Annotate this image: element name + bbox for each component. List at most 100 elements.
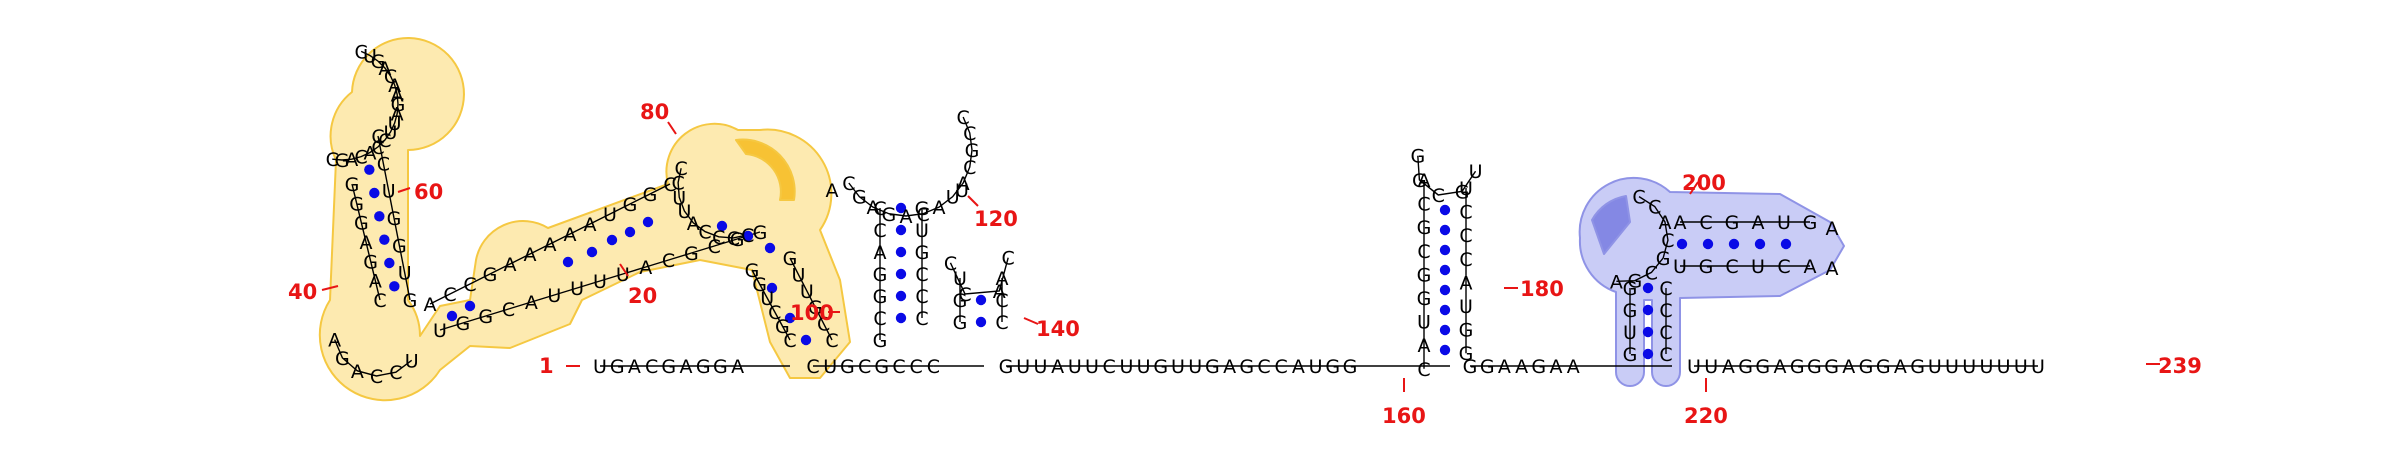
nucleotide: G xyxy=(478,306,493,328)
base-pairs xyxy=(364,164,1792,360)
nucleotide: G xyxy=(1480,356,1495,378)
nucleotide: G xyxy=(999,356,1014,378)
nucleotide: G xyxy=(1725,212,1740,234)
nucleotide: G xyxy=(1531,356,1546,378)
nucleotide: A xyxy=(1567,356,1580,378)
nucleotide: G xyxy=(852,187,867,209)
nucleotide: U xyxy=(547,285,561,307)
hairpin1-stem-left xyxy=(351,183,381,301)
nucleotide: C xyxy=(443,284,456,306)
nucleotide: C xyxy=(817,314,830,336)
hairpin2-loop xyxy=(677,168,748,239)
nucleotide: A xyxy=(731,356,744,378)
base-pair-dot xyxy=(364,164,375,175)
index-160: 160 xyxy=(1382,404,1426,428)
nucleotide: U xyxy=(1459,178,1473,200)
nucleotide: U xyxy=(760,288,774,310)
nucleotide: G xyxy=(873,286,888,308)
nucleotide: A xyxy=(874,242,887,264)
hairpin1-base-loop xyxy=(334,339,413,377)
nucleotide: A xyxy=(391,84,404,106)
nucleotide: G xyxy=(610,356,625,378)
base-pair-dot xyxy=(975,316,987,328)
nucleotide: G xyxy=(1325,356,1340,378)
nucleotide: C xyxy=(1725,256,1738,278)
nucleotide: G xyxy=(387,208,402,230)
base-pair-dot xyxy=(1642,282,1654,294)
base-pair-dot xyxy=(800,334,812,346)
nucleotide: U xyxy=(1171,356,1185,378)
nucleotide: U xyxy=(1137,356,1151,378)
nucleotide: C xyxy=(1002,248,1015,270)
base-pair-dot xyxy=(369,187,380,199)
nucleotide: A xyxy=(1418,335,1431,357)
nucleotide: C xyxy=(645,356,658,378)
nucleotide: G xyxy=(661,356,676,378)
base-pair-dot xyxy=(766,282,778,294)
nucleotide: G xyxy=(1153,356,1168,378)
nucleotide: G xyxy=(1417,217,1432,239)
base-pair-dot xyxy=(586,246,598,258)
base-pair-dot xyxy=(1439,344,1451,356)
base-pair-dot xyxy=(446,310,458,322)
nucleotide: U xyxy=(1119,356,1133,378)
nucleotide: A xyxy=(1722,356,1735,378)
index-239: 239 xyxy=(2158,354,2202,378)
nucleotide: G xyxy=(753,222,768,244)
nucleotide: C xyxy=(1275,356,1288,378)
nucleotide: A xyxy=(364,142,377,164)
nucleotide: A xyxy=(867,197,880,219)
nucleotide: A xyxy=(1842,356,1855,378)
nucleotide: G xyxy=(1627,271,1642,293)
nucleotide: C xyxy=(915,264,928,286)
nucleotide: A xyxy=(996,268,1009,290)
nucleotide: G xyxy=(1412,170,1427,192)
nucleotide: C xyxy=(727,228,740,250)
nucleotide: A xyxy=(639,257,652,279)
nucleotide: G xyxy=(1623,278,1638,300)
nucleotide: A xyxy=(1223,356,1236,378)
nucleotide: A xyxy=(1515,356,1528,378)
nucleotide: C xyxy=(671,173,684,195)
nucleotide: G xyxy=(696,356,711,378)
nucleotide: U xyxy=(384,122,398,144)
nucleotide: A xyxy=(1292,356,1305,378)
nucleotide: A xyxy=(525,292,538,314)
nucleotide: G xyxy=(873,330,888,352)
nucleotide: G xyxy=(873,264,888,286)
nucleotide: C xyxy=(1632,187,1645,209)
nucleotide: G xyxy=(1417,264,1432,286)
base-pair-dot xyxy=(1439,284,1451,296)
base-pair-dot xyxy=(895,290,907,302)
nucleotide: C xyxy=(1103,356,1116,378)
nucleotide: A xyxy=(687,213,700,235)
index-20: 20 xyxy=(628,284,657,308)
nucleotide: G xyxy=(953,312,968,334)
nucleotide: G xyxy=(1876,356,1891,378)
nucleotide: U xyxy=(1068,356,1082,378)
nucleotide: C xyxy=(1699,212,1712,234)
hairpin4-loop xyxy=(949,257,1009,295)
nucleotide: U xyxy=(1623,322,1637,344)
nucleotide: A xyxy=(993,281,1006,303)
helix2-lower xyxy=(439,231,761,331)
nucleotide: A xyxy=(957,173,970,195)
nucleotide: C xyxy=(892,356,905,378)
nucleotide: G xyxy=(335,150,350,172)
nucleotide: G xyxy=(1656,248,1671,270)
nucleotide: C xyxy=(662,250,675,272)
base-pair-dot xyxy=(1439,204,1451,216)
nucleotide: U xyxy=(953,268,967,290)
index-80: 80 xyxy=(640,100,669,124)
nucleotide: G xyxy=(1755,356,1770,378)
nucleotide: C xyxy=(698,222,711,244)
nucleotide: G xyxy=(623,194,638,216)
nucleotide: C xyxy=(1659,344,1672,366)
nucleotide: G xyxy=(882,204,897,226)
yellow-highlight-region xyxy=(318,37,851,402)
base-pair-dot xyxy=(895,268,907,280)
nucleotide: A xyxy=(1894,356,1907,378)
nucleotide: U xyxy=(1928,356,1942,378)
nucleotide: U xyxy=(1997,356,2011,378)
nucleotide: G xyxy=(345,174,360,196)
